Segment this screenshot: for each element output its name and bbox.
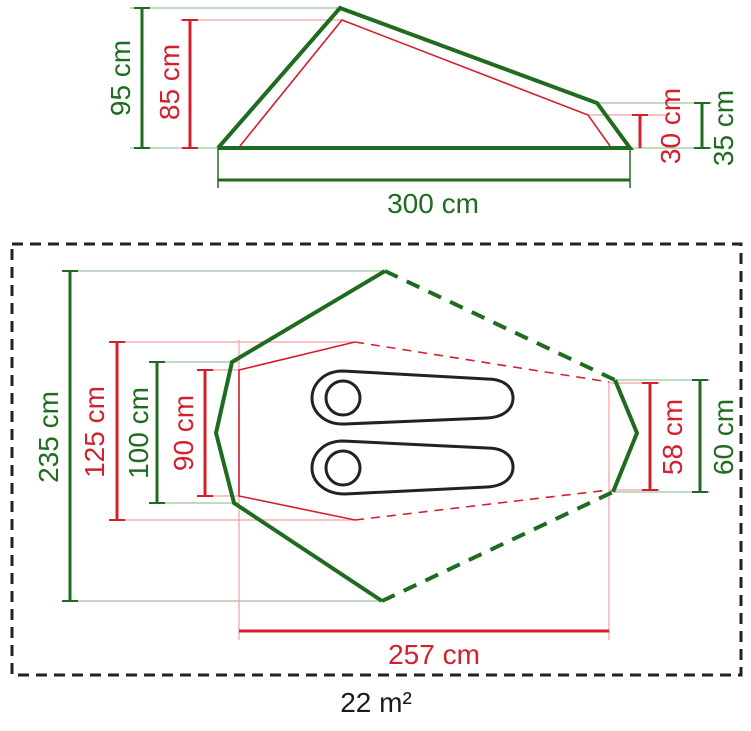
label-inner-width: 90 cm [168, 395, 199, 471]
plan-guides-inner [110, 340, 660, 640]
label-inner-foot-width: 58 cm [657, 399, 688, 475]
label-outer-low-height: 35 cm [708, 90, 739, 166]
inner-tent-profile [239, 19, 611, 147]
label-inner-length: 257 cm [388, 639, 480, 670]
sleeping-bags [310, 369, 515, 496]
footprint-frame [10, 242, 743, 677]
label-inner-width-outer: 100 cm [123, 387, 154, 479]
floor-plan: 235 cm 125 cm 100 cm 90 cm 58 cm 60 cm 2… [10, 242, 743, 677]
label-inner-low-height: 30 cm [655, 88, 686, 164]
outer-fly-dashed [381, 269, 616, 603]
side-view: 95 cm 85 cm 30 cm 35 cm 300 cm [105, 5, 739, 219]
label-vestibule-width: 125 cm [79, 386, 110, 478]
side-guides [130, 7, 712, 149]
label-length: 300 cm [387, 188, 479, 219]
label-outer-height: 95 cm [105, 40, 136, 116]
label-inner-height: 85 cm [154, 44, 185, 120]
plan-guides-outer [62, 270, 710, 602]
inner-tent-dashed [354, 341, 610, 521]
side-guides-inner [180, 19, 665, 116]
inner-tent-outline [238, 341, 356, 521]
outer-fly-foot [611, 379, 640, 493]
label-area: 22 m² [340, 687, 412, 718]
sleeping-bag-icon [310, 439, 515, 496]
outer-fly-outline [213, 269, 387, 603]
sleeping-bag-icon [310, 369, 515, 426]
outer-fly-profile [216, 5, 634, 150]
label-outer-foot-width: 60 cm [708, 399, 739, 475]
label-outer-width: 235 cm [33, 391, 64, 483]
